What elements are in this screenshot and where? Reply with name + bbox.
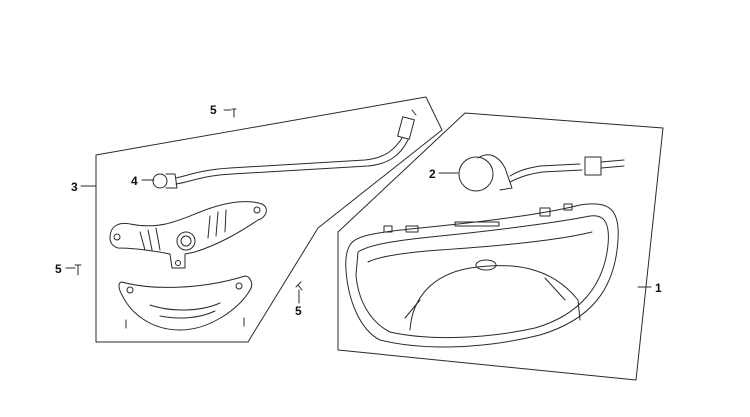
callout-5-left: 5 [55,262,62,276]
screw-icon-left [74,264,82,276]
group-3-panel [95,96,443,343]
callout-1: 1 [655,281,662,295]
license-bulb-harness [152,109,417,189]
screw-icon-middle [295,281,303,291]
callout-5-top: 5 [210,103,217,117]
headlight-housing [345,203,619,348]
headlight-socket-harness [458,154,625,192]
leader-lines [65,109,652,304]
license-light-lens [118,275,253,331]
group-1-panel [337,112,664,381]
callout-3: 3 [71,180,78,194]
callout-2: 2 [429,167,436,181]
callout-5-middle: 5 [295,304,302,318]
screw-icon-top [231,108,237,118]
license-light-housing [109,201,267,269]
callout-4: 4 [131,174,138,188]
